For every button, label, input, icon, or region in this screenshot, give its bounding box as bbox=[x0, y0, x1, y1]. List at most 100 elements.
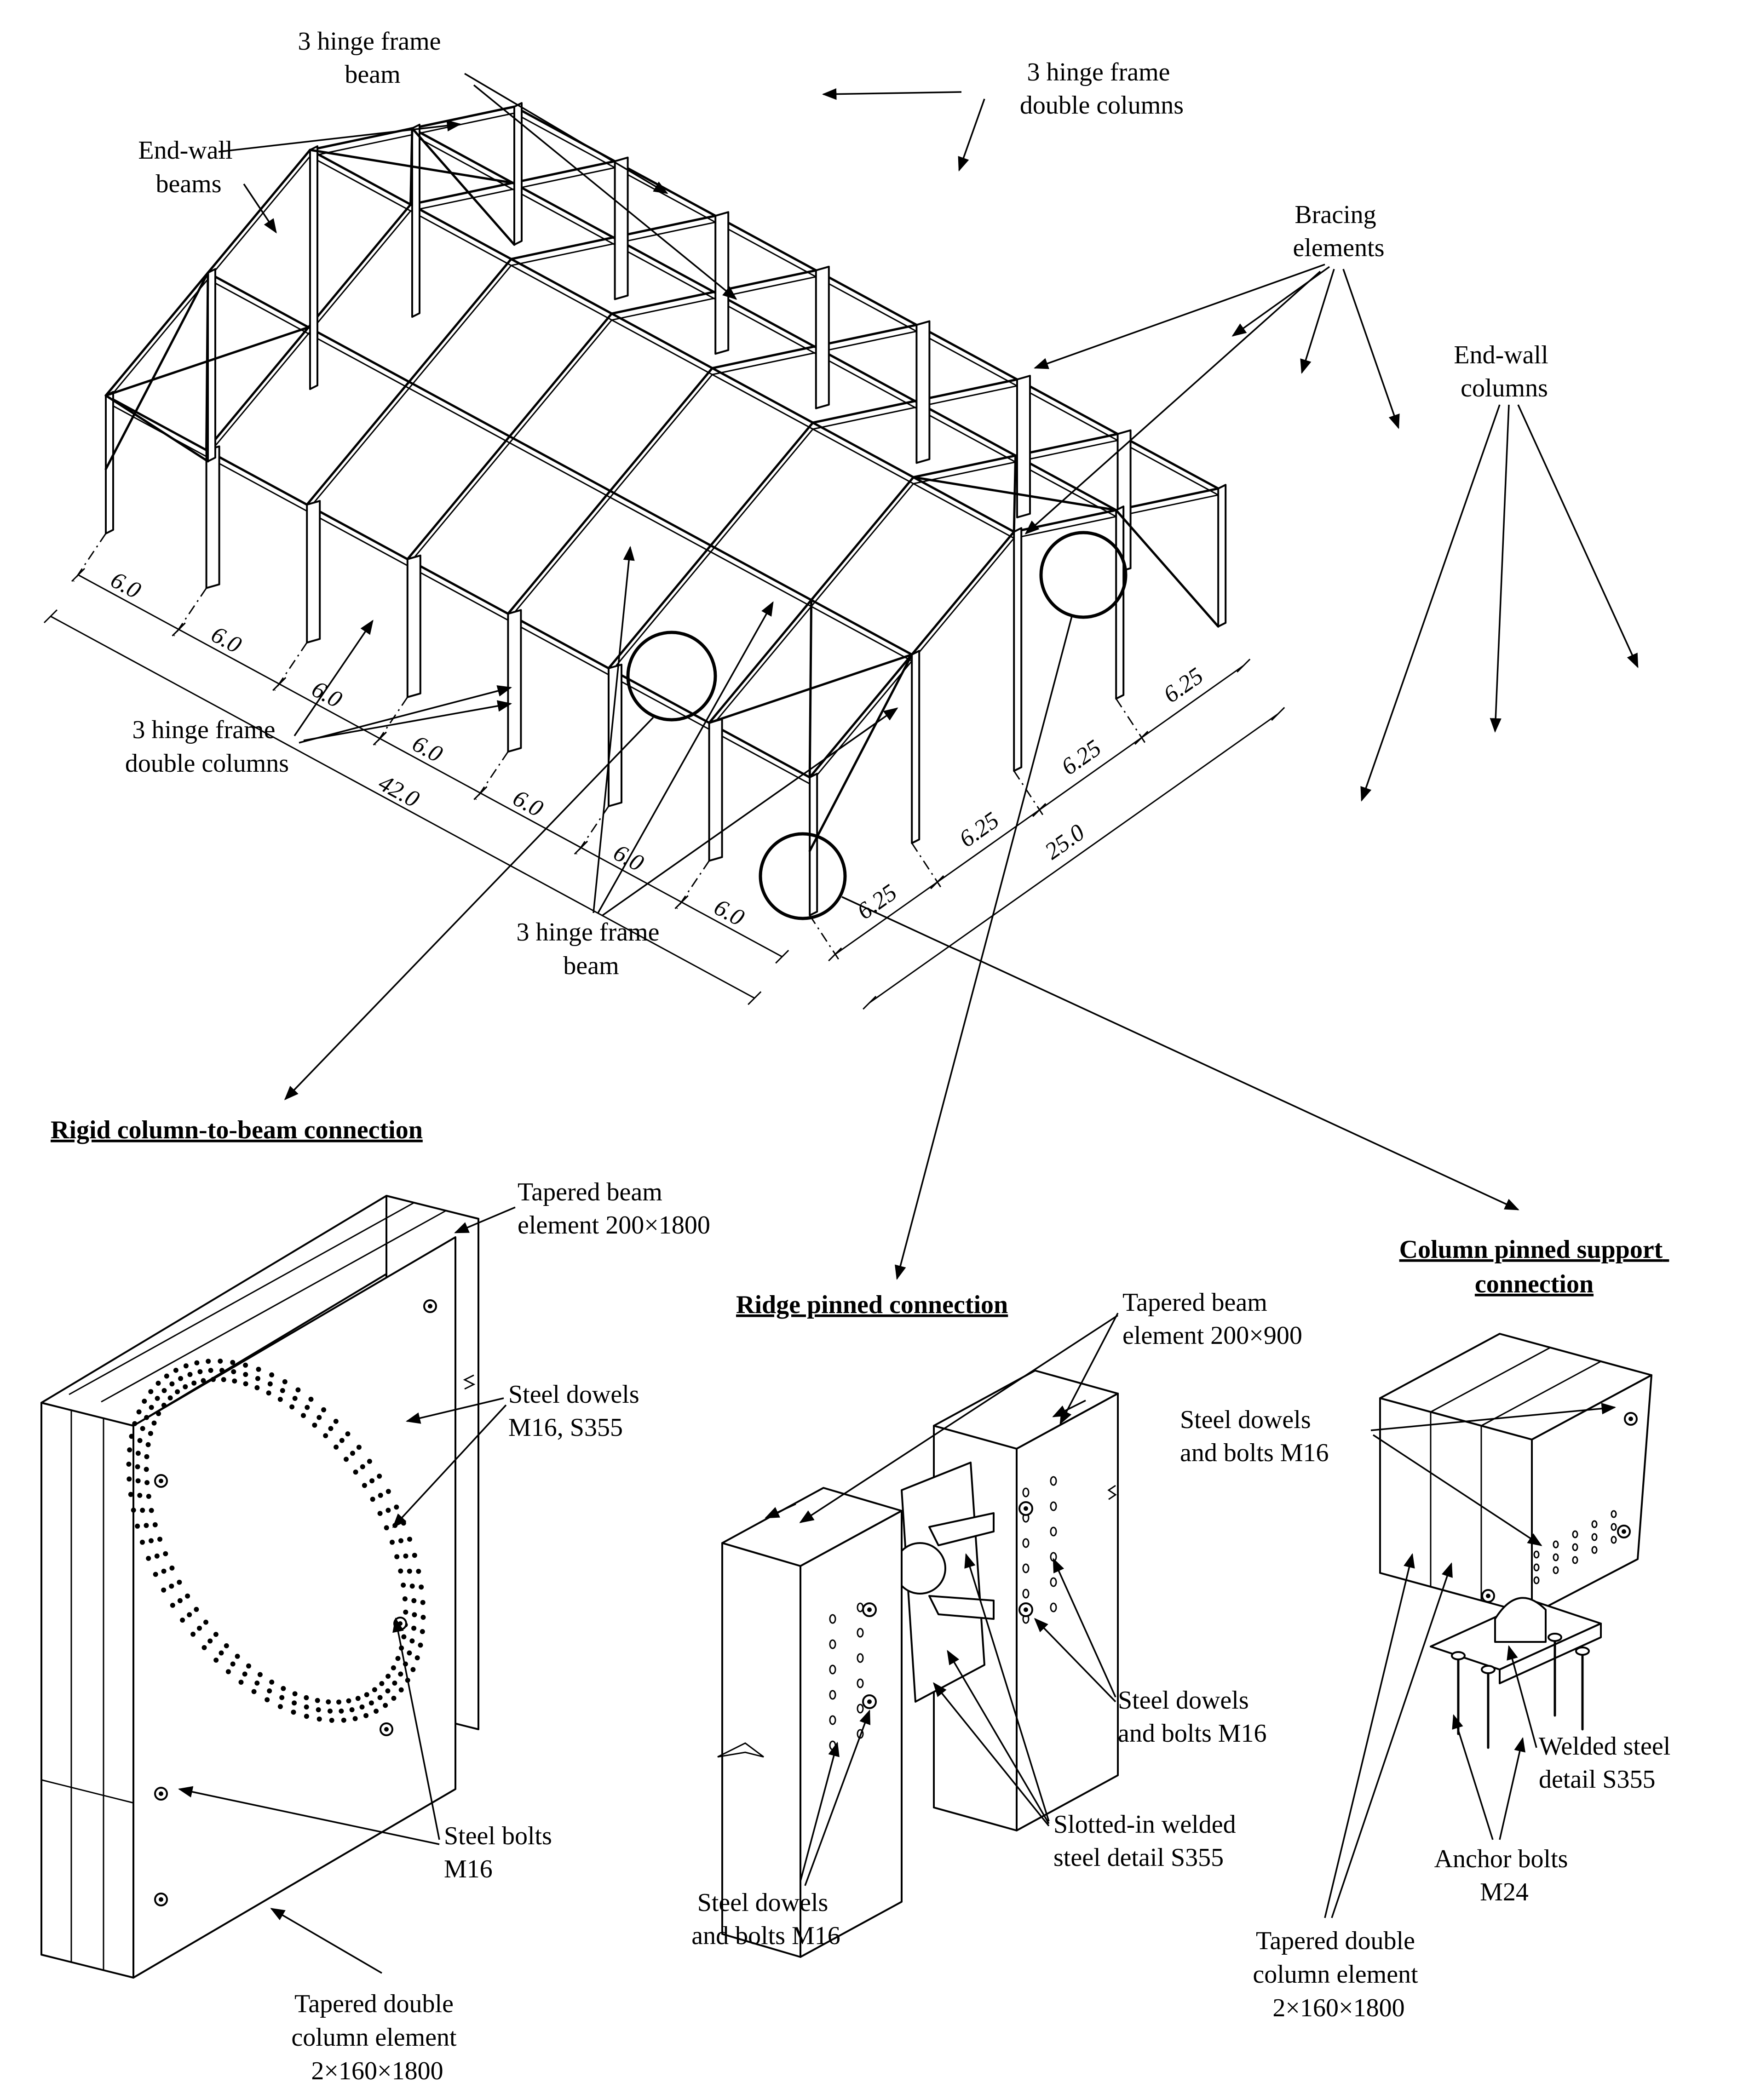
leader bbox=[243, 184, 277, 234]
steel-gusset bbox=[928, 1512, 995, 1546]
steel-dowel bbox=[207, 1638, 213, 1644]
steel-dowel bbox=[177, 1598, 183, 1603]
steel-dowel bbox=[394, 1504, 399, 1510]
left-beam-front bbox=[721, 1542, 801, 1958]
longitudinal-member-edge bbox=[412, 134, 1116, 517]
steel-dowel bbox=[170, 1602, 175, 1608]
frame-beam-edge bbox=[407, 442, 510, 566]
steel-dowel bbox=[1553, 1553, 1559, 1561]
steel-dowel bbox=[1591, 1546, 1598, 1554]
extension-line bbox=[374, 696, 408, 746]
column-side-face bbox=[40, 1402, 134, 1979]
detail-marker-rigid bbox=[626, 631, 717, 722]
dimension-line bbox=[380, 738, 481, 794]
steel-dowel bbox=[391, 1665, 396, 1670]
steel-dowel bbox=[185, 1593, 190, 1599]
extension-line bbox=[73, 533, 107, 582]
steel-dowel bbox=[857, 1653, 864, 1663]
rigid-connection-title: Rigid column-to-beam connection bbox=[51, 1116, 423, 1144]
steel-dowel bbox=[132, 1421, 138, 1426]
dimension-label-width-bay: 6.25 bbox=[1159, 663, 1208, 708]
leader bbox=[464, 73, 668, 194]
label-anchor-bolts: Anchor bolts M24 bbox=[1434, 1845, 1575, 1906]
dimension-line bbox=[178, 629, 280, 685]
steel-dowel bbox=[157, 1537, 162, 1542]
steel-dowel bbox=[180, 1618, 185, 1623]
steel-dowel bbox=[255, 1376, 260, 1381]
frame-beam bbox=[411, 105, 516, 130]
frame-members bbox=[104, 105, 1220, 785]
steel-dowel bbox=[230, 1360, 236, 1365]
frame-beam-edge bbox=[511, 243, 614, 266]
bracing-diagonal bbox=[808, 653, 913, 852]
steel-dowel bbox=[301, 1413, 306, 1418]
leader bbox=[1370, 1403, 1617, 1431]
end-wall-column bbox=[411, 124, 420, 318]
double-column bbox=[205, 445, 220, 589]
steel-dowel bbox=[267, 1688, 272, 1693]
steel-dowel bbox=[129, 1434, 134, 1439]
frame-beam-edge bbox=[206, 333, 309, 457]
longitudinal-member bbox=[411, 127, 1117, 511]
steel-dowel bbox=[146, 1555, 151, 1561]
steel-dowel bbox=[359, 1704, 365, 1710]
steel-dowel bbox=[316, 1415, 322, 1420]
longitudinal-member-edge bbox=[207, 278, 912, 662]
steel-dowel bbox=[350, 1451, 355, 1456]
bracing-diagonal bbox=[104, 271, 209, 470]
frame-beam-edge bbox=[814, 330, 917, 354]
steel-dowel bbox=[145, 1442, 151, 1447]
double-column bbox=[1016, 375, 1031, 518]
steel-dowel bbox=[420, 1615, 426, 1620]
label-frame-double-columns-left: 3 hinge frame double columns bbox=[125, 716, 289, 778]
steel-dowel bbox=[155, 1381, 161, 1386]
steel-dowel bbox=[392, 1681, 397, 1686]
frame-beam-edge bbox=[911, 538, 1015, 662]
double-column bbox=[614, 156, 629, 300]
frame-beam bbox=[207, 149, 311, 274]
steel-dowel bbox=[137, 1492, 143, 1498]
end-column bbox=[513, 102, 523, 246]
steel-dowel bbox=[401, 1520, 406, 1526]
steel-dowel bbox=[1050, 1602, 1057, 1612]
steel-dowel bbox=[201, 1645, 207, 1650]
frame-beam-edge bbox=[811, 483, 914, 607]
leader bbox=[392, 1617, 440, 1840]
steel-bolt-core bbox=[867, 1607, 872, 1612]
dimension-label-total-length: 42.0 bbox=[374, 770, 423, 813]
steel-dowel bbox=[409, 1584, 415, 1589]
steel-dowel bbox=[131, 1508, 136, 1513]
frame-beam-edge bbox=[509, 319, 612, 443]
steel-dowel bbox=[277, 1704, 283, 1710]
steel-dowel bbox=[219, 1650, 224, 1656]
steel-dowel bbox=[155, 1396, 160, 1401]
steel-dowel bbox=[254, 1681, 260, 1686]
steel-dowel bbox=[304, 1704, 309, 1710]
label-frame-beam-bottom: 3 hinge frame beam bbox=[517, 918, 666, 980]
steel-dowel bbox=[269, 1679, 275, 1685]
frame-beam bbox=[609, 367, 713, 492]
frame-beam bbox=[910, 530, 1015, 656]
steel-dowel bbox=[1572, 1530, 1578, 1538]
frame-beam-edge bbox=[610, 374, 713, 498]
rigid-connection-detail: Rigid column-to-beam connection Tapered … bbox=[40, 1116, 710, 2085]
steel-dowel bbox=[345, 1431, 351, 1437]
steel-dowel bbox=[346, 1698, 351, 1704]
steel-dowel bbox=[218, 1359, 223, 1364]
leader bbox=[602, 707, 898, 916]
frame-beam bbox=[104, 271, 209, 397]
frame-beam bbox=[914, 378, 1018, 402]
frame-beam-edge bbox=[812, 407, 915, 430]
direction-arrow bbox=[1052, 1400, 1086, 1417]
steel-dowel bbox=[341, 1717, 346, 1723]
leader bbox=[1373, 1434, 1542, 1546]
steel-dowel bbox=[137, 1438, 143, 1443]
steel-dowel bbox=[829, 1690, 836, 1700]
label-end-wall-columns: End-wall columns bbox=[1454, 341, 1554, 402]
steel-dowel bbox=[364, 1692, 369, 1698]
bracing-diagonal bbox=[411, 127, 516, 246]
steel-dowel bbox=[323, 1433, 328, 1439]
steel-dowel bbox=[231, 1369, 236, 1374]
bracing-diagonal bbox=[409, 127, 414, 206]
